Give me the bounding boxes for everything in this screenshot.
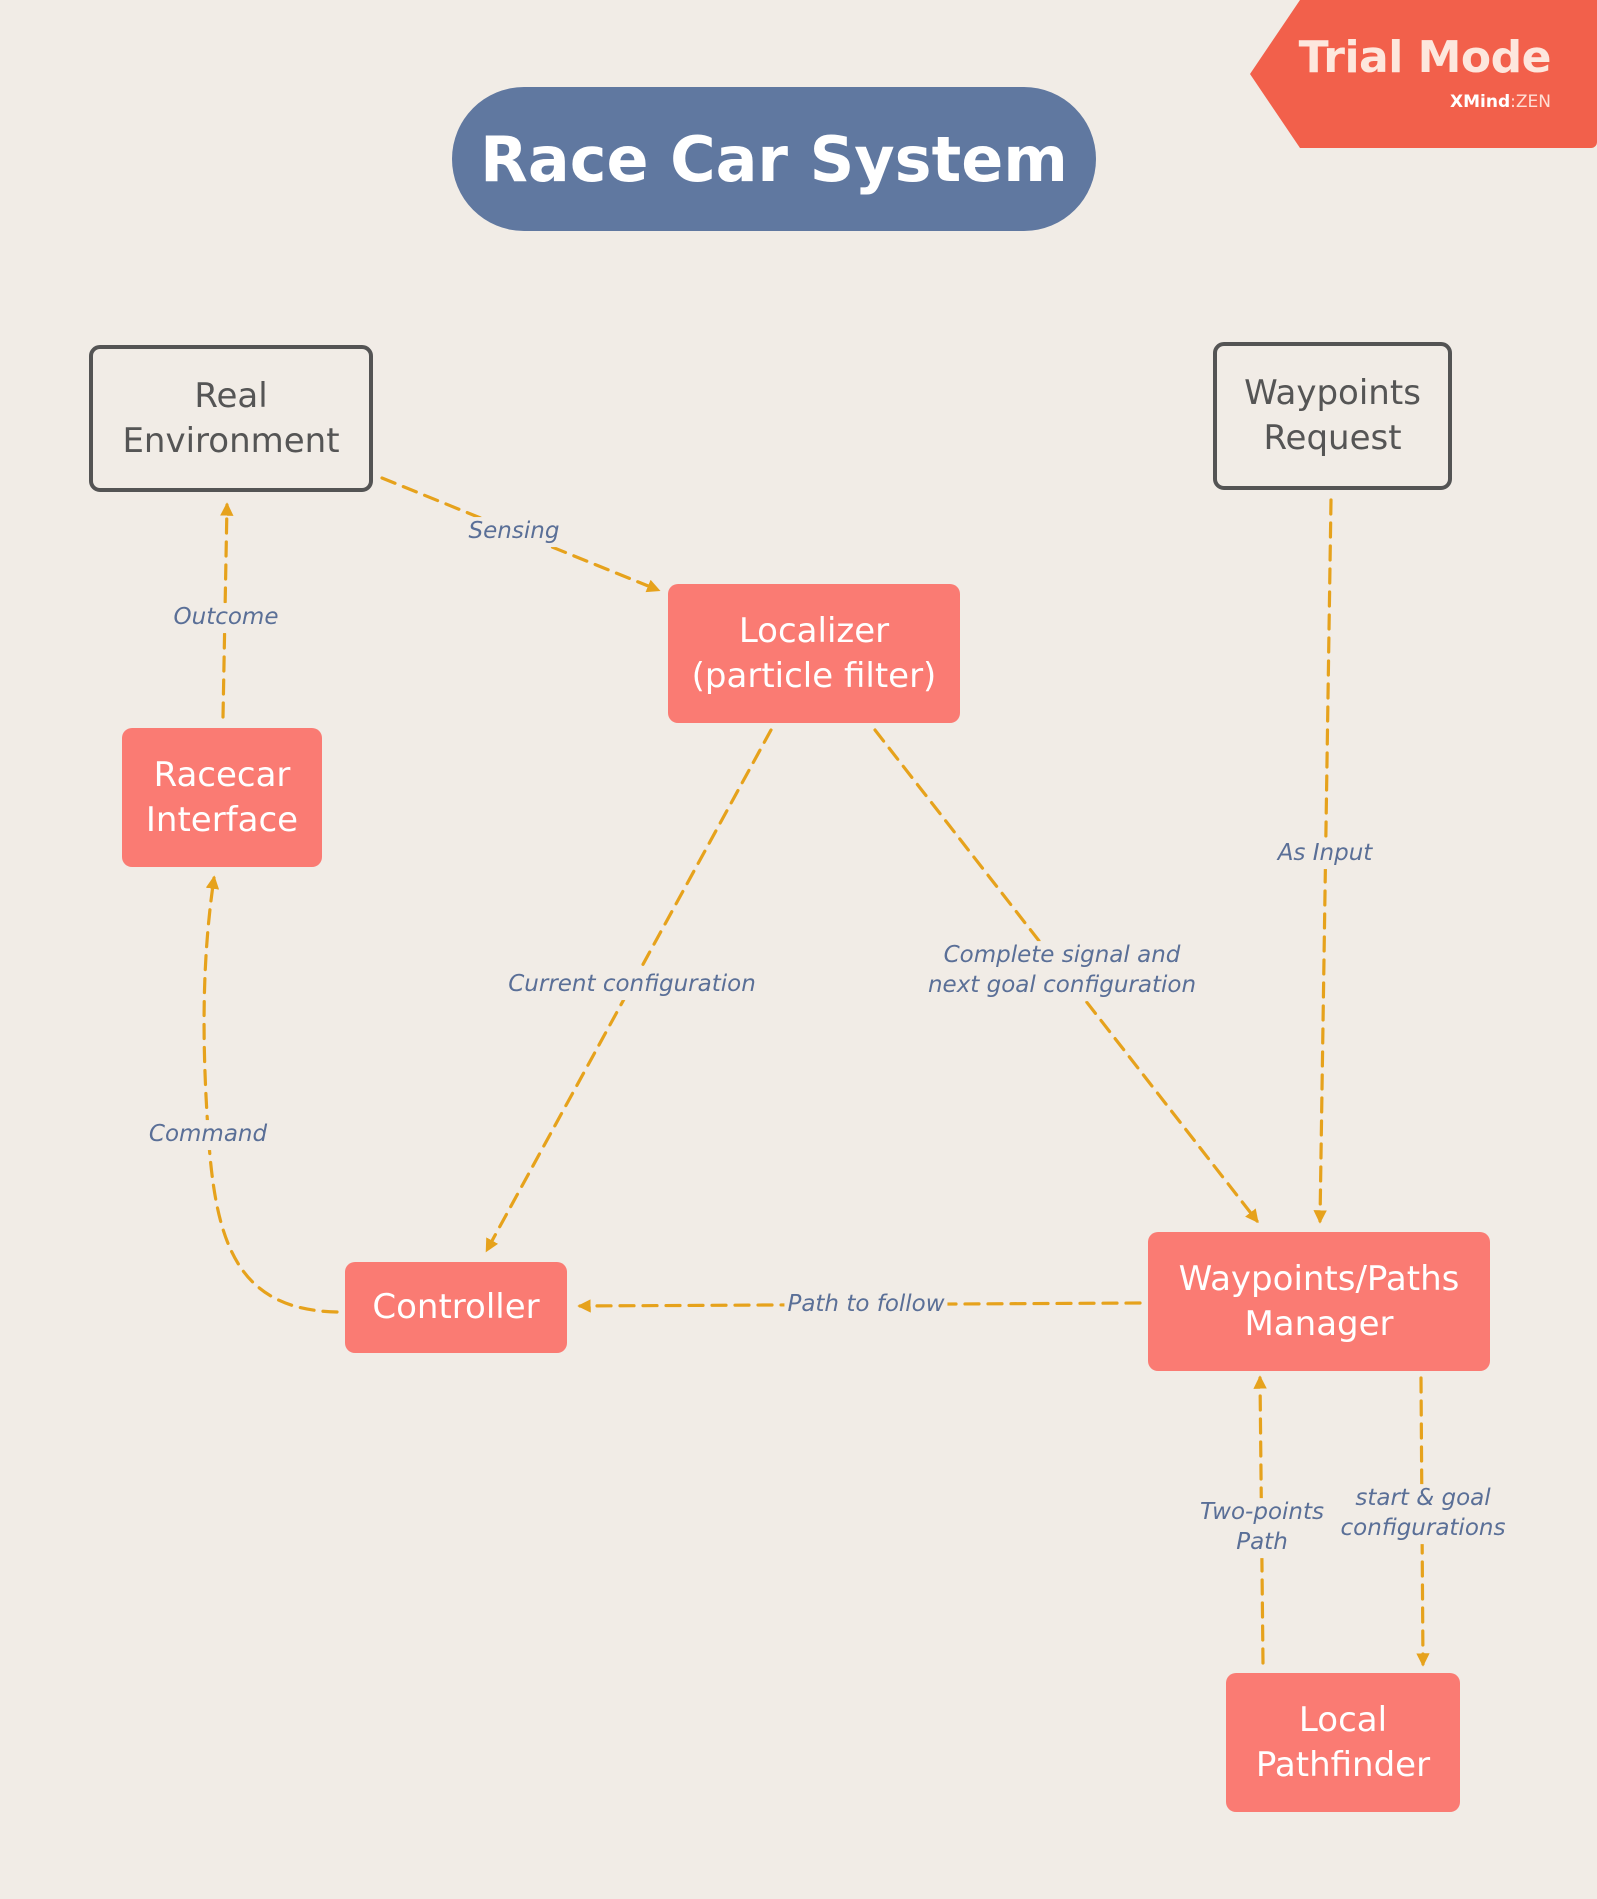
label-start-goal: start & goal configurations xyxy=(1337,1484,1509,1544)
brand-edition: ZEN xyxy=(1515,92,1551,112)
label-two-points-path: Two-points Path xyxy=(1197,1498,1327,1558)
label-complete-signal: Complete signal and next goal configurat… xyxy=(924,941,1200,1001)
edge-current-configuration xyxy=(485,728,773,1253)
edge-command xyxy=(202,875,339,1314)
brand-separator: : xyxy=(1510,92,1516,112)
brand-name: XMind xyxy=(1450,92,1511,112)
node-local-pathfinder[interactable]: Local Pathfinder xyxy=(1226,1673,1460,1812)
label-current-configuration: Current configuration xyxy=(505,970,759,1000)
node-localizer[interactable]: Localizer (particle filter) xyxy=(668,584,960,723)
node-real-environment[interactable]: Real Environment xyxy=(89,345,373,492)
badge-brand-line: XMind:ZEN xyxy=(1450,92,1551,112)
label-sensing: Sensing xyxy=(465,517,563,547)
trial-mode-badge[interactable]: Trial Mode XMind:ZEN xyxy=(1250,0,1597,148)
trial-mode-label: Trial Mode xyxy=(1298,32,1552,83)
node-controller[interactable]: Controller xyxy=(345,1262,567,1353)
label-as-input: As Input xyxy=(1274,839,1376,869)
node-waypoints-request[interactable]: Waypoints Request xyxy=(1213,342,1452,490)
diagram-title: Race Car System xyxy=(452,87,1096,231)
label-path-to-follow: Path to follow xyxy=(784,1290,948,1320)
badge-background xyxy=(1250,0,1597,148)
node-racecar-interface[interactable]: Racecar Interface xyxy=(122,728,322,867)
label-command: Command xyxy=(145,1120,271,1150)
label-outcome: Outcome xyxy=(170,603,282,633)
node-waypoints-manager[interactable]: Waypoints/Paths Manager xyxy=(1148,1232,1490,1371)
